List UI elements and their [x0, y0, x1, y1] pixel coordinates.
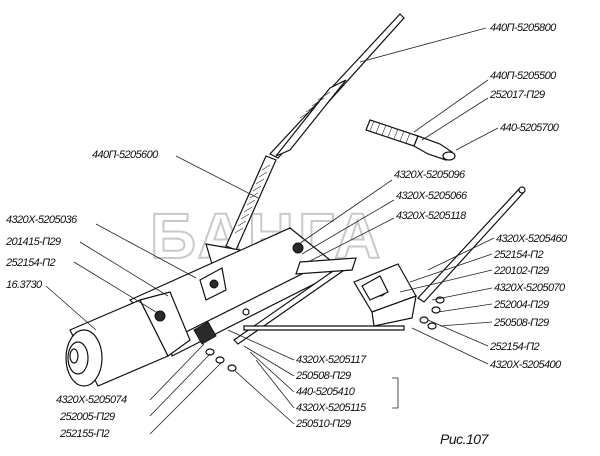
- right-shaft: [417, 186, 526, 303]
- label-252004-p29: 252004-П29: [493, 299, 549, 311]
- label-201415-p29: 201415-П29: [5, 236, 61, 248]
- label-250508-p29-center: 250508-П29: [295, 370, 351, 382]
- label-252154-p2-right: 252154-П2: [493, 249, 544, 261]
- label-440p-5205500: 440П-5205500: [490, 70, 557, 82]
- label-4320x-5205117: 4320Х-5205117: [296, 354, 367, 366]
- label-4320x-5205036: 4320Х-5205036: [6, 214, 78, 226]
- label-252005-p29: 252005-П29: [59, 411, 115, 423]
- label-252017-p29: 252017-П29: [489, 89, 545, 101]
- washer-hose: [365, 119, 456, 161]
- label-4320x-5205066: 4320Х-5205066: [396, 190, 468, 202]
- label-16-3730: 16.3730: [6, 279, 43, 291]
- parts-drawing: [65, 13, 526, 387]
- label-252154-p2-lower: 252154-П2: [489, 341, 540, 353]
- figure-caption: Рис.107: [440, 431, 490, 447]
- label-4320x-5205096: 4320Х-5205096: [394, 169, 466, 181]
- pivot-bracket: [353, 263, 417, 327]
- label-250508-p29-right: 250508-П29: [493, 317, 549, 329]
- label-4320x-5205400: 4320Х-5205400: [490, 359, 562, 371]
- label-220102-p29: 220102-П29: [493, 265, 549, 277]
- label-252154-p2-left: 252154-П2: [5, 257, 56, 269]
- label-250510-p29: 250510-П29: [295, 418, 351, 430]
- wiper-motor: [65, 291, 217, 387]
- label-4320x-5205118: 4320Х-5205118: [396, 210, 467, 222]
- label-440p-5205600: 440П-5205600: [92, 149, 159, 161]
- label-252155-p2: 252155-П2: [59, 428, 110, 440]
- label-440-5205410: 440-5205410: [296, 386, 356, 398]
- label-4320x-5205115: 4320Х-5205115: [296, 402, 367, 414]
- label-440-5205700: 440-5205700: [500, 122, 560, 134]
- label-4320x-5205460: 4320Х-5205460: [496, 233, 568, 245]
- label-4320x-5205070: 4320Х-5205070: [494, 282, 566, 294]
- label-440p-5205800: 440П-5205800: [490, 22, 557, 34]
- wiper-blade: [269, 13, 405, 159]
- linkage-rod: [233, 257, 405, 345]
- leader-lines: [45, 27, 499, 435]
- label-4320x-5205074: 4320Х-5205074: [56, 394, 127, 406]
- part-labels: 440П-5205800 440П-5205500 252017-П29 440…: [5, 22, 569, 440]
